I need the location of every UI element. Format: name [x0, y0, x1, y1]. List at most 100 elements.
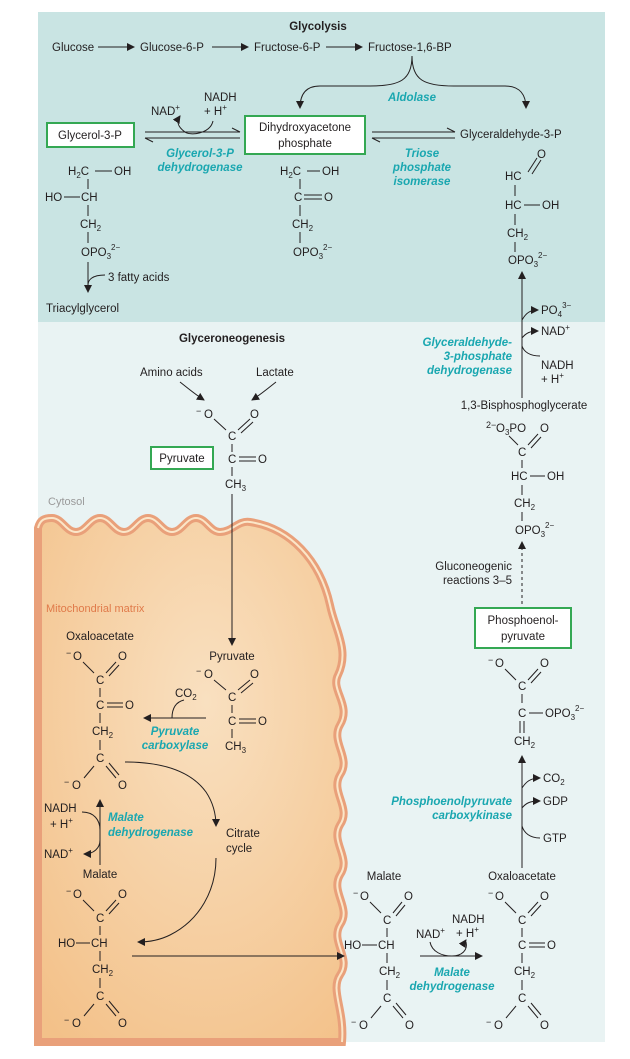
svg-text:2−: 2− [486, 420, 496, 430]
svg-text:CH: CH [91, 938, 108, 950]
matrix-label: Mitochondrial matrix [46, 603, 145, 615]
svg-text:CH2: CH2 [292, 219, 314, 233]
pyruvate-box [150, 446, 214, 470]
svg-text:O: O [125, 700, 134, 712]
arrow-aminoacids [179, 381, 205, 401]
svg-text:O: O [118, 651, 127, 663]
f16bp-label: Fructose-1,6-BP [368, 42, 452, 54]
pyruvate-label: Pyruvate [159, 453, 204, 465]
pepck-label-2: carboxykinase [432, 810, 513, 822]
svg-text:O: O [537, 149, 546, 161]
svg-text:C: C [96, 913, 104, 925]
citrate-label-2: cycle [226, 843, 252, 855]
svg-text:−: − [353, 888, 358, 898]
svg-text:CH2: CH2 [92, 726, 114, 740]
gtp-label: GTP [543, 833, 567, 845]
svg-text:OPO32−: OPO32− [293, 243, 332, 261]
nadh-in-curve [521, 345, 541, 357]
malate-cytosol-structure: − O O C HO CH CH2 C − O O [344, 888, 414, 1032]
dhap-structure: H2C OH C O CH2 OPO32− [280, 166, 339, 261]
gluconeo-label-1: Gluconeogenic [435, 561, 512, 573]
mito-nadh-label: NADH [44, 803, 77, 815]
malate-cytosol-label: Malate [367, 871, 402, 883]
h-label: + H+ [204, 103, 227, 118]
pep-box [474, 607, 572, 649]
malate-mito-label: Malate [83, 869, 118, 881]
svg-text:O: O [258, 454, 267, 466]
svg-text:C: C [518, 993, 526, 1005]
bpg-structure: 2− O3PO O C HC OH CH2 OPO32− [486, 420, 564, 539]
svg-text:CH: CH [81, 192, 98, 204]
arrow-citrate-to-malate [137, 857, 217, 946]
oxaloacetate-cytosol-structure: − O O C C O CH2 C − O O [486, 888, 556, 1032]
g3p-label: Glyceraldehyde-3-P [460, 129, 562, 141]
svg-text:−: − [66, 648, 71, 658]
glycerol3p-box [46, 122, 135, 148]
svg-text:C: C [383, 993, 391, 1005]
svg-text:O: O [118, 780, 127, 792]
svg-text:CH2: CH2 [80, 219, 102, 233]
glycolysis-panel [38, 12, 605, 322]
mito-mdh-label-1: Malate [108, 812, 144, 824]
nadh-label: NADH [204, 92, 237, 104]
svg-text:O: O [204, 669, 213, 681]
svg-text:O: O [540, 658, 549, 670]
g3pdh-label-1: Glycerol-3-P [166, 148, 234, 160]
nad-label: NAD+ [151, 103, 180, 118]
glycerol3p-structure: H2C OH HO CH CH2 OPO32− [45, 166, 131, 293]
svg-text:O: O [540, 1020, 549, 1032]
pc-co2-label: CO2 [175, 688, 197, 702]
mito-nadh-in [81, 811, 101, 831]
svg-text:C: C [228, 431, 236, 443]
svg-text:C: C [518, 681, 526, 693]
svg-text:−: − [64, 1015, 69, 1025]
svg-text:C: C [294, 192, 302, 204]
fatty-acids-label: 3 fatty acids [108, 272, 170, 284]
svg-text:C: C [96, 700, 104, 712]
svg-text:OPO32−: OPO32− [545, 704, 584, 722]
svg-text:O: O [495, 891, 504, 903]
oxaloacetate-mito-label: Oxaloacetate [66, 631, 134, 643]
svg-text:HC: HC [511, 471, 528, 483]
pc-label-1: Pyruvate [151, 726, 200, 738]
svg-text:C: C [518, 708, 526, 720]
arrow-po4-out [521, 306, 539, 321]
svg-text:CH: CH [378, 940, 395, 952]
svg-text:HO: HO [45, 192, 62, 204]
svg-text:CH2: CH2 [514, 966, 536, 980]
gapdh-label-2: 3-phosphate [444, 351, 513, 363]
svg-text:O: O [250, 409, 259, 421]
mdh-cytosol-nadh-label: NADH [452, 914, 485, 926]
svg-text:−: − [64, 777, 69, 787]
svg-text:C: C [228, 716, 236, 728]
svg-text:OH: OH [542, 200, 559, 212]
bpg-label: 1,3-Bisphosphoglycerate [461, 400, 588, 412]
amino-acids-label: Amino acids [140, 367, 203, 379]
mitochondrion-membrane [34, 513, 348, 1046]
dhap-label-1: Dihydroxyacetone [259, 122, 351, 134]
svg-text:−: − [351, 1017, 356, 1027]
glycerol3p-label: Glycerol-3-P [58, 130, 122, 142]
svg-text:C: C [228, 454, 236, 466]
svg-text:HC: HC [505, 171, 522, 183]
svg-text:CH3: CH3 [225, 479, 247, 493]
oxaloacetate-cytosol-label: Oxaloacetate [488, 871, 556, 883]
svg-text:O: O [72, 780, 81, 792]
svg-text:O: O [258, 716, 267, 728]
nadh-curl-arrow [172, 115, 214, 135]
mito-mdh-label-2: dehydrogenase [108, 827, 194, 839]
svg-text:C: C [383, 915, 391, 927]
triacylglycerol-label: Triacylglycerol [46, 303, 119, 315]
svg-text:H2C: H2C [280, 166, 301, 180]
mdh-cytosol-h-label: + H+ [456, 925, 479, 940]
svg-text:C: C [96, 991, 104, 1003]
svg-text:O: O [540, 891, 549, 903]
svg-text:O: O [73, 651, 82, 663]
mito-nad-out [83, 839, 101, 858]
gdp-label: GDP [543, 796, 568, 808]
arrow-gdp-out [521, 797, 541, 809]
svg-text:−: − [66, 886, 71, 896]
svg-text:C: C [518, 447, 526, 459]
mdh-cytosol-nad-label: NAD+ [416, 926, 445, 941]
